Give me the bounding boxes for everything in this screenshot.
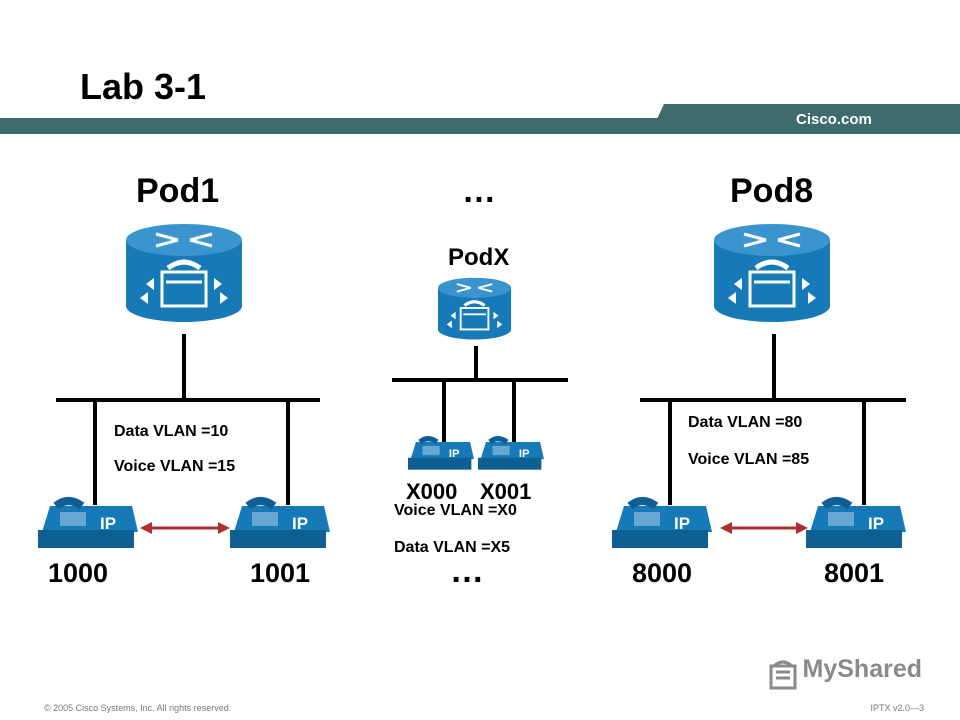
myshared-logo-icon	[768, 658, 798, 690]
pod1-call-link	[140, 522, 230, 534]
podx-voice-vlan: Voice VLAN =X0	[394, 502, 517, 519]
pod1-phone-1000-icon	[38, 501, 138, 548]
pod1-voice-vlan: Voice VLAN =15	[114, 458, 236, 475]
footer-copyright: © 2005 Cisco Systems, Inc. All rights re…	[44, 703, 232, 713]
pod1-data-vlan: Data VLAN =10	[114, 423, 229, 440]
podx-title: PodX	[448, 244, 510, 271]
podx-ellipsis-top: …	[462, 172, 496, 210]
pod8-ext-8001: 8001	[824, 558, 885, 588]
podx-phone-x001-icon	[478, 439, 544, 470]
pod1-title: Pod1	[136, 172, 220, 210]
pod8-phone-8000-icon	[612, 501, 712, 548]
pod8-router-icon	[714, 224, 830, 322]
podx-ellipsis-bottom: …	[450, 552, 484, 590]
podx-router-icon	[436, 276, 513, 342]
pod1-ext-1001: 1001	[250, 558, 311, 588]
podx-data-vlan: Data VLAN =X5	[394, 539, 511, 556]
pod8-phone-8001-icon	[806, 501, 906, 548]
pod8-ext-8000: 8000	[632, 558, 693, 588]
header-band-tab	[650, 104, 960, 134]
pod8-data-vlan: Data VLAN =80	[688, 414, 803, 431]
pod8-voice-vlan: Voice VLAN =85	[688, 451, 810, 468]
footer-course-code: IPTX v2.0—3	[870, 703, 924, 713]
pod1-phone-1001-icon	[230, 501, 330, 548]
pod8-title: Pod8	[730, 172, 814, 210]
slide-title: Lab 3-1	[80, 66, 207, 107]
myshared-watermark: MyShared	[802, 655, 922, 683]
pod1-ext-1000: 1000	[48, 558, 109, 588]
brand-label: Cisco.com	[796, 111, 872, 128]
pod1-router-icon	[126, 224, 242, 322]
pod8-call-link	[720, 522, 808, 534]
podx-phone-x000-icon	[408, 439, 474, 470]
podx-ext-x000: X000	[406, 479, 458, 504]
podx-ext-x001: X001	[480, 479, 532, 504]
